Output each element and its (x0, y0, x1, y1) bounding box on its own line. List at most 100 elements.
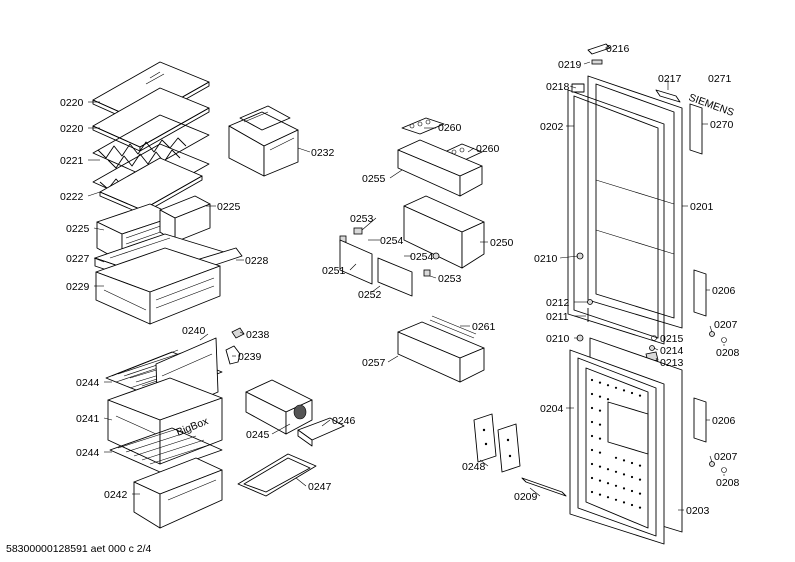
screw-0207-a (709, 331, 715, 337)
label-0254b: 0254 (410, 251, 434, 263)
label-0244a: 0244 (76, 377, 100, 389)
label-0208b: 0208 (716, 477, 740, 489)
door-dot (614, 498, 618, 501)
label-0206a: 0206 (712, 285, 736, 297)
door-dot (598, 395, 602, 398)
bottle-rack-0257 (397, 331, 485, 383)
footer-document-code: 58300000128591 aet 000 c 2/4 (6, 543, 152, 555)
door-dot (606, 468, 610, 471)
label-0212: 0212 (546, 297, 570, 309)
leader-lines (87, 47, 725, 511)
label-0228: 0228 (245, 255, 269, 267)
part-labels: 0220 0220 0221 0222 0225 0225 0227 0228 … (60, 43, 740, 517)
ice-tray-0245 (245, 379, 313, 435)
door-dot (590, 378, 594, 382)
door-dot (630, 489, 634, 493)
label-0203: 0203 (686, 505, 710, 517)
door-dot (638, 394, 642, 397)
label-0207a: 0207 (714, 319, 738, 331)
label-0257: 0257 (362, 357, 386, 369)
label-0211: 0211 (546, 311, 569, 323)
crisper-frame-0229 (95, 247, 221, 325)
door-dot (638, 492, 642, 495)
door-dot (598, 465, 602, 468)
door-dot (598, 451, 602, 454)
label-0251: 0251 (322, 265, 346, 277)
label-0220b: 0220 (60, 123, 84, 135)
ice-cube-container-0246 (297, 417, 345, 447)
cap-0208-a (721, 337, 727, 343)
cover-0217 (655, 89, 681, 103)
door-dot (622, 473, 626, 476)
door-dot (590, 448, 594, 452)
rack-clip-0254-b (432, 252, 440, 260)
label-0206b: 0206 (712, 415, 736, 427)
label-0260a: 0260 (438, 122, 462, 134)
label-0215: 0215 (660, 333, 684, 345)
label-0241: 0241 (76, 413, 100, 425)
door-dot (638, 506, 642, 509)
door-dot (590, 434, 594, 438)
label-0225a: 0225 (217, 201, 241, 213)
label-0202: 0202 (540, 121, 564, 133)
label-0222: 0222 (60, 191, 84, 203)
door-dot-pattern (590, 378, 642, 509)
rack-front-0251 (339, 239, 373, 285)
label-0210a: 0210 (534, 253, 558, 265)
label-0214: 0214 (660, 345, 684, 357)
label-0220a: 0220 (60, 97, 84, 109)
plinth-strip-0209 (521, 477, 567, 497)
door-dot (590, 462, 594, 466)
label-0218: 0218 (546, 81, 570, 93)
label-0238: 0238 (246, 329, 270, 341)
label-0213: 0213 (660, 357, 684, 369)
label-0225b: 0225 (66, 223, 90, 235)
cap-0208-b (721, 467, 727, 473)
lower-door-0203 (569, 337, 683, 545)
label-0254a: 0254 (380, 235, 404, 247)
door-dot (606, 384, 610, 387)
label-0242: 0242 (104, 489, 128, 501)
label-0250: 0250 (490, 237, 514, 249)
rack-divider-0253-a (353, 227, 363, 235)
screw-0219 (591, 59, 603, 65)
pin-0214 (649, 345, 655, 351)
label-0260b: 0260 (476, 143, 500, 155)
rack-front-0252 (377, 257, 413, 297)
door-dot (590, 476, 594, 480)
bracket-0239 (225, 345, 241, 365)
door-dot (590, 490, 594, 494)
door-rack-0250 (403, 195, 485, 269)
door-dot (598, 437, 602, 440)
door-dot (606, 496, 610, 499)
label-0204: 0204 (540, 403, 564, 415)
door-dot (630, 391, 634, 395)
upper-door-0201 (587, 75, 683, 329)
label-0253a: 0253 (350, 213, 374, 225)
pin-0212 (587, 299, 593, 305)
door-dot (598, 409, 602, 412)
label-0261: 0261 (472, 321, 496, 333)
door-dot (630, 475, 634, 479)
label-0253b: 0253 (438, 273, 462, 285)
handle-0206-a (693, 269, 707, 317)
door-dot (606, 398, 610, 401)
door-dot (598, 423, 602, 426)
egg-tray-0260 (401, 117, 445, 135)
freezer-drawer-0241: BigBox (107, 377, 223, 465)
door-dot (598, 479, 602, 482)
handle-0206-b (693, 397, 707, 443)
label-0247: 0247 (308, 481, 332, 493)
door-dot (622, 487, 626, 490)
label-0227: 0227 (66, 253, 90, 265)
wire-basket-0244-lower (109, 427, 223, 473)
label-0219: 0219 (558, 59, 582, 71)
door-dot (630, 461, 634, 465)
label-0201: 0201 (690, 201, 714, 213)
label-0229: 0229 (66, 281, 90, 293)
label-0248: 0248 (462, 461, 486, 473)
label-0240: 0240 (182, 325, 206, 337)
freezer-drawer-0242 (133, 457, 223, 529)
label-0216: 0216 (606, 43, 630, 55)
